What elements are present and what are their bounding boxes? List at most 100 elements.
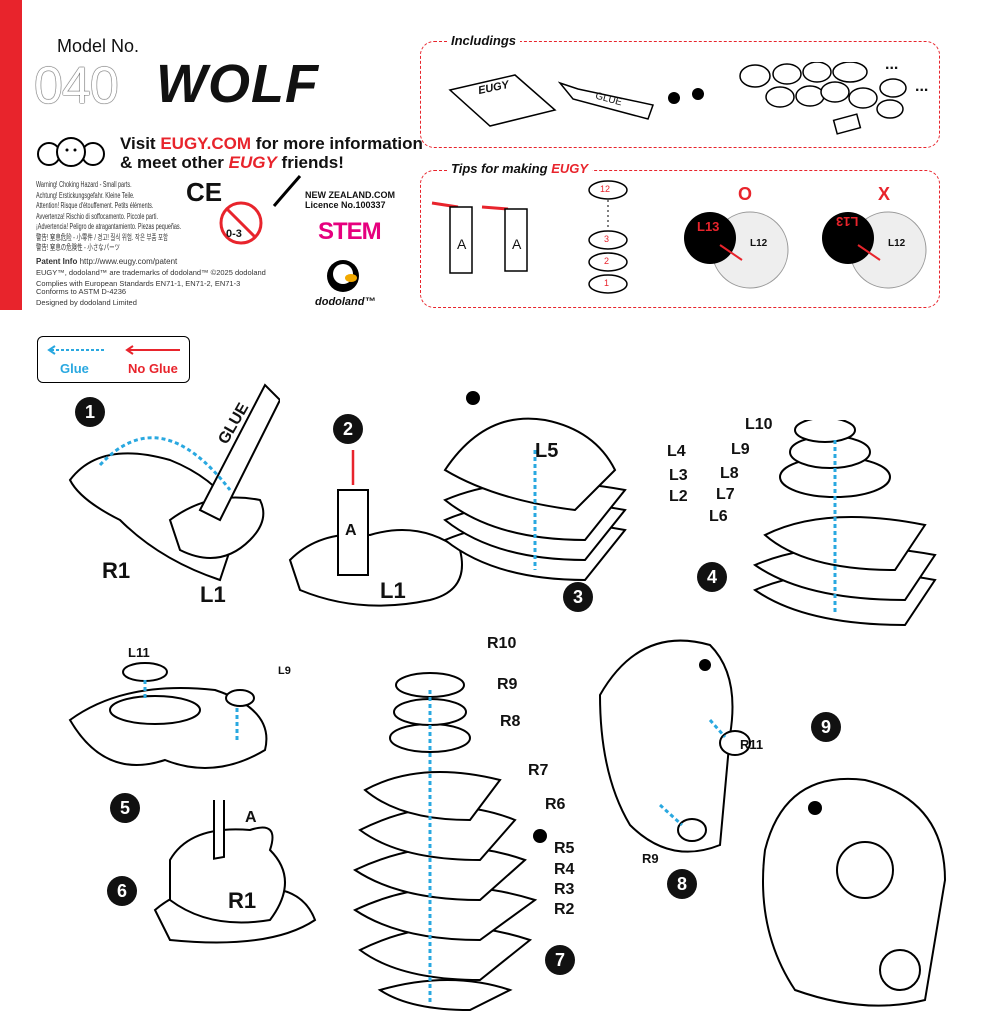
wrong-alignment-icon [822, 211, 927, 289]
step-9-illustration [762, 777, 947, 1007]
part-label-r10: R10 [487, 635, 517, 652]
part-label-r7: R7 [528, 762, 549, 779]
standards-line: Complies with European Standards EN71-1,… [36, 279, 241, 288]
step-8-illustration [598, 639, 751, 853]
warnings: Warning! Choking Hazard - Small parts. A… [36, 180, 181, 254]
step-number-1: 1 [75, 397, 105, 427]
nz-site: NEW ZEALAND.COM [305, 190, 395, 200]
step-number-8: 8 [667, 869, 697, 899]
part-label-r6: R6 [545, 796, 566, 813]
part-label-l4: L4 [667, 443, 686, 460]
card-insert-icon [431, 201, 528, 274]
disc-number: 12 [600, 184, 611, 194]
l12-label: L12 [888, 238, 906, 249]
part-label-r2: R2 [554, 901, 575, 918]
model-label: Model No. [57, 36, 140, 56]
eugy-brand-logo: EUGY [551, 161, 589, 176]
step-3-illustration [443, 391, 627, 582]
correct-alignment-icon [684, 211, 789, 289]
part-label-l3: L3 [669, 467, 688, 484]
includings-title: Includings [447, 33, 520, 48]
patent-info: Patent Info http://www.eugy.com/patent [36, 257, 177, 266]
warning-line: Achtung! Erstickungsgefahr. Kleine Teile… [36, 190, 135, 200]
warning-line: ¡Advertencia! Peligro de atragantamiento… [36, 222, 182, 231]
dodo-logo-icon [327, 260, 359, 292]
part-label-l10: L10 [745, 416, 773, 433]
step-number-6: 6 [107, 876, 137, 906]
wrong-mark: X [878, 184, 891, 204]
step-number-2: 2 [333, 414, 363, 444]
part-label-l1: L1 [380, 578, 406, 603]
part-label-r3: R3 [554, 881, 575, 898]
legend-no-glue: No Glue [128, 361, 178, 376]
step-number-5: 5 [110, 793, 140, 823]
eyes-icon [668, 88, 704, 104]
eugy-link[interactable]: EUGY.COM [160, 134, 252, 153]
nz-licence-no: Licence No.100337 [305, 200, 386, 210]
correct-mark: O [738, 184, 753, 204]
visit-text-2: for more information [251, 134, 423, 153]
part-label-r1: R1 [102, 558, 131, 583]
warning-line: Avvertenza! Rischio di soffocamento. Pic… [36, 211, 158, 221]
more-parts-ellipsis: ... [915, 78, 929, 95]
part-label-r8: R8 [500, 713, 521, 730]
disc-number: 1 [604, 278, 610, 288]
instruction-booklet-icon [448, 74, 557, 127]
tips-title: Tips for making EUGY [447, 161, 593, 176]
patent-link[interactable]: http://www.eugy.com/patent [79, 257, 178, 266]
legend-box [37, 336, 190, 383]
part-label-r4: R4 [554, 861, 575, 878]
standards-text: Complies with European Standards EN71-1,… [36, 280, 240, 296]
card-letter: A [457, 236, 467, 252]
red-side-bar [0, 0, 22, 310]
part-label-r11: R11 [740, 737, 764, 752]
no-children-under-3-icon [219, 201, 263, 245]
part-label-l11: L11 [128, 645, 150, 660]
step-number-3: 3 [563, 582, 593, 612]
part-label-l9: L9 [278, 665, 291, 677]
part-label-r1: R1 [228, 888, 257, 913]
tips-title-text: Tips for making [451, 161, 548, 176]
step-1-illustration [68, 383, 280, 582]
warning-line: Warning! Choking Hazard - Small parts. [36, 180, 132, 189]
eugy-characters-icon [37, 137, 105, 167]
part-label-a: A [245, 809, 257, 826]
fern-icon [272, 175, 302, 207]
more-parts-ellipsis: ... [885, 56, 899, 73]
card-letter: A [512, 236, 522, 252]
legend-glue: Glue [60, 361, 89, 376]
step-number-7: 7 [545, 945, 575, 975]
visit-text-3: & meet other [120, 153, 229, 172]
l12-label: L12 [750, 238, 768, 249]
part-label-l7: L7 [716, 486, 735, 503]
l13-label: L13 [697, 219, 720, 234]
visit-text: Visit EUGY.COM for more information & me… [120, 134, 423, 172]
part-label-l8: L8 [720, 465, 739, 482]
warning-line: Attention! Risque d'étouffement. Petits … [36, 201, 154, 210]
part-label-l2: L2 [669, 488, 688, 505]
step-number-4: 4 [697, 562, 727, 592]
l13-label-flipped: L13 [836, 214, 859, 229]
stem-logo: STEM [318, 218, 382, 245]
part-label-r9: R9 [497, 676, 518, 693]
model-number: 040 [34, 57, 119, 115]
step-5-illustration [68, 662, 268, 769]
part-label-l6: L6 [709, 508, 728, 525]
tips-box [420, 170, 940, 308]
dodoland-logo: dodoland™ [315, 296, 376, 308]
numbered-discs-stack-icon [588, 180, 628, 294]
part-label-l1: L1 [200, 582, 226, 607]
disc-number: 3 [604, 234, 610, 244]
step-number-9: 9 [811, 712, 841, 742]
part-label-a: A [345, 522, 357, 539]
model-name: WOLF [156, 54, 319, 114]
parts-discs-icon [739, 62, 907, 135]
part-label-r5: R5 [554, 840, 575, 857]
visit-text-4: friends! [276, 153, 344, 172]
trademark-text: EUGY™, dodoland™ are trademarks of dodol… [36, 268, 266, 277]
part-label-l5: L5 [535, 440, 559, 462]
part-label-r9: R9 [642, 851, 659, 866]
designer-text: Designed by dodoland Limited [36, 298, 137, 307]
step-7-illustration [352, 672, 547, 1012]
glue-tube-icon [558, 81, 654, 120]
